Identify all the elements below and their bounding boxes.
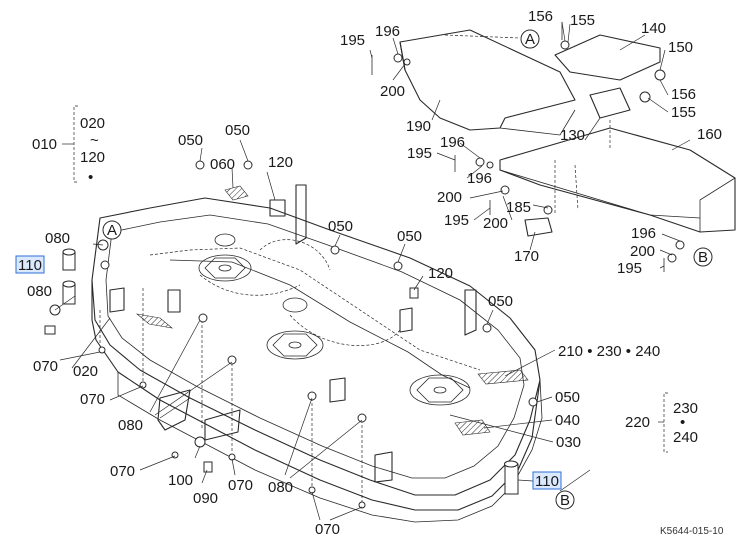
highlight-110-right bbox=[532, 471, 562, 490]
label-070-b: 070 bbox=[80, 391, 105, 408]
label-090: 090 bbox=[193, 490, 218, 507]
label-190: 190 bbox=[406, 118, 431, 135]
label-156-b: 156 bbox=[671, 86, 696, 103]
label-120-b: 120 bbox=[268, 154, 293, 171]
callout-a-top: A bbox=[525, 31, 535, 48]
label-210-230-240: 210 • 230 • 240 bbox=[558, 343, 660, 360]
label-195-b: 195 bbox=[407, 145, 432, 162]
label-080-a: 080 bbox=[45, 230, 70, 247]
label-050-b: 050 bbox=[225, 122, 250, 139]
label-185: 185 bbox=[506, 199, 531, 216]
label-230: 230 bbox=[673, 400, 698, 417]
callout-b-bottom: B bbox=[560, 492, 570, 509]
label-196-b: 196 bbox=[440, 134, 465, 151]
label-200-c: 200 bbox=[483, 215, 508, 232]
label-110-left: 110 bbox=[18, 257, 42, 274]
label-010: 010 bbox=[32, 136, 57, 153]
label-195-d: 195 bbox=[617, 260, 642, 277]
mower-deck-housing bbox=[91, 197, 543, 523]
label-070-c: 070 bbox=[110, 463, 135, 480]
label-050-d: 050 bbox=[397, 228, 422, 245]
label-110-right: 110 bbox=[535, 473, 559, 490]
spindle-right bbox=[409, 374, 471, 406]
label-070-e: 070 bbox=[315, 521, 340, 538]
label-196-d: 196 bbox=[631, 225, 656, 242]
spindle-center bbox=[266, 330, 324, 360]
label-140: 140 bbox=[641, 20, 666, 37]
leader-lines bbox=[54, 21, 691, 521]
label-200-d: 200 bbox=[630, 243, 655, 260]
label-080-d: 080 bbox=[268, 479, 293, 496]
label-130: 130 bbox=[560, 127, 585, 144]
label-050-e: 050 bbox=[488, 293, 513, 310]
deck-brackets bbox=[109, 184, 477, 483]
highlight-110-left bbox=[15, 255, 45, 274]
label-070-d: 070 bbox=[228, 477, 253, 494]
label-050-f: 050 bbox=[555, 389, 580, 406]
label-070-a: 070 bbox=[33, 358, 58, 375]
label-020-b: 020 bbox=[73, 363, 98, 380]
part-labels: 010 020 ~ 120 • 050 050 060 120 080 110 … bbox=[15, 8, 724, 538]
label-196-a: 196 bbox=[375, 23, 400, 40]
label-220-dot: • bbox=[680, 414, 685, 431]
anti-scalp-roller-left bbox=[62, 248, 76, 305]
cover-hardware bbox=[371, 22, 685, 272]
label-080-c: 080 bbox=[118, 417, 143, 434]
label-195-c: 195 bbox=[444, 212, 469, 229]
label-030: 030 bbox=[556, 434, 581, 451]
label-120-c: 120 bbox=[428, 265, 453, 282]
drawing-code: K5644-015-10 bbox=[660, 526, 724, 537]
label-196-c: 196 bbox=[467, 170, 492, 187]
label-100: 100 bbox=[168, 472, 193, 489]
label-155-b: 155 bbox=[671, 104, 696, 121]
label-050-c: 050 bbox=[328, 218, 353, 235]
label-040: 040 bbox=[555, 412, 580, 429]
label-020-range-start: 020 bbox=[80, 115, 105, 132]
callout-a-left: A bbox=[107, 222, 117, 239]
callout-markers: A A B B bbox=[102, 29, 713, 510]
label-range-tilde: ~ bbox=[90, 132, 99, 149]
label-195-a: 195 bbox=[340, 32, 365, 49]
label-155-a: 155 bbox=[570, 12, 595, 29]
label-160: 160 bbox=[697, 126, 722, 143]
label-080-b: 080 bbox=[27, 283, 52, 300]
anti-scalp-roller-right bbox=[504, 460, 519, 495]
label-220: 220 bbox=[625, 414, 650, 431]
label-156-a: 156 bbox=[528, 8, 553, 25]
spindle-left bbox=[198, 254, 252, 282]
label-150: 150 bbox=[668, 39, 693, 56]
label-range-dot: • bbox=[88, 169, 93, 186]
assembly-guides bbox=[99, 288, 363, 502]
decal-patches bbox=[135, 185, 529, 436]
label-240: 240 bbox=[673, 429, 698, 446]
label-120-range-end: 120 bbox=[80, 149, 105, 166]
label-050-a: 050 bbox=[178, 132, 203, 149]
label-200-a: 200 bbox=[380, 83, 405, 100]
belt-cover-assembly bbox=[399, 29, 736, 237]
label-170: 170 bbox=[514, 248, 539, 265]
label-060: 060 bbox=[210, 156, 235, 173]
spindle-top-cover bbox=[214, 233, 308, 313]
callout-b-right: B bbox=[698, 249, 708, 266]
label-200-b: 200 bbox=[437, 189, 462, 206]
